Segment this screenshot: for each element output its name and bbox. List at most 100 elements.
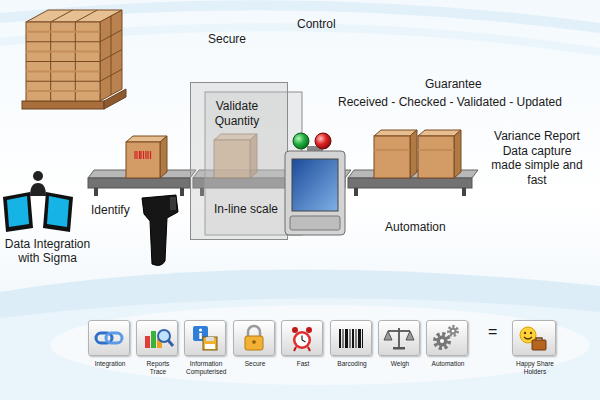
balance-post [398,328,400,347]
box-stack-side [100,10,122,101]
person-head [33,171,43,181]
weighing-zone: Validate QuantityIn-line scale [190,82,288,240]
box-edge [26,81,100,82]
secure-button: Secure [233,320,275,356]
belt-side [348,178,472,188]
smiley-eye [524,332,526,334]
system-label: Data Integration with Sigma [0,237,95,265]
button-caption: Secure [235,360,275,368]
gear-hole [440,339,444,343]
pallet [22,101,104,109]
chart-bar [145,336,150,348]
clock-leg [294,347,296,351]
parcel [418,130,461,178]
briefcase [532,340,546,350]
belt-leg [180,188,184,196]
barcode-bar [339,329,341,348]
weigh-terminal [285,133,345,235]
information-button: Information Computerised [184,320,226,356]
gear [450,328,457,335]
box-edge [51,10,73,22]
zone-heading: Validate Quantity [206,99,268,129]
parcel-side [454,130,461,178]
gear-teeth [435,334,449,348]
terminal-screen [47,196,69,227]
parcel [126,136,167,178]
reports-button: Reports Trace [136,320,178,356]
padlock-body [245,336,263,350]
weigh-icon [384,328,414,350]
info-stem [199,333,202,339]
chart-bar [157,339,162,348]
automation-icon [435,327,458,349]
parcel-front [126,142,160,178]
fast-button: Fast [281,320,323,356]
box-edge [26,61,100,62]
padlock-shackle [248,326,260,337]
equals-sign: = [488,325,497,339]
button-caption: Fast [283,360,323,368]
belt-leg [354,188,358,196]
feature-label: Secure [208,32,246,46]
belt-side [88,178,190,188]
description-note: Variance Report Data capture made simple… [489,129,585,187]
box-edge [75,10,97,22]
chain-link [96,333,112,343]
barcode-bar [362,329,363,348]
floppy-shutter [206,337,214,341]
barcode-bar [352,329,354,348]
balance-pan [406,331,414,340]
parcel [374,130,417,178]
barcode-bar [345,329,348,348]
balance-base [393,347,405,350]
green-signal-light [293,133,309,149]
barcode-label [135,151,151,159]
terminal-stalk [307,146,323,152]
automation-button: Automation [426,320,468,356]
barcode-bar [343,329,344,348]
terminal-screen [292,159,338,211]
gear-teeth [449,327,458,336]
barcode-bar [356,329,357,348]
gear-hole [452,330,455,333]
parcel-side [410,130,417,178]
step-label: Identify [91,203,130,217]
clock-hands [302,336,306,343]
secure-icon [245,326,263,350]
parcel-front [418,136,454,178]
process-steps: Received - Checked - Validated - Updated [338,95,562,109]
gear [437,336,448,347]
button-caption: Integration [90,360,130,368]
chain-link [106,333,122,343]
balance-beam [388,330,410,332]
barcode-bar [350,329,351,348]
info-dot [199,328,202,331]
packing-tape [26,51,100,53]
info-badge [193,326,208,341]
zone-label: In-line scale [214,202,286,217]
belt-leg [336,188,340,196]
belt-leg [94,188,98,196]
button-caption: Reports Trace [138,360,178,375]
belt-leg [462,188,466,196]
integration-icon [96,333,122,343]
happy-icon [520,327,546,350]
terminal-frame [3,192,33,232]
smiley-mouth [524,337,532,339]
packing-tape [26,90,100,92]
barcoding-button: Barcoding [330,320,372,356]
button-caption: Barcoding [332,360,372,368]
balance-pan [384,331,392,340]
barcoding-icon [339,329,363,348]
smiley-eye [530,332,532,334]
clock-bell [306,327,312,333]
parcel-front [374,136,410,178]
integration-button: Integration [88,320,130,356]
box-edge [26,41,100,42]
data-integration-icon [3,171,73,232]
background-wave [0,269,600,400]
step-label: Automation [385,220,446,234]
